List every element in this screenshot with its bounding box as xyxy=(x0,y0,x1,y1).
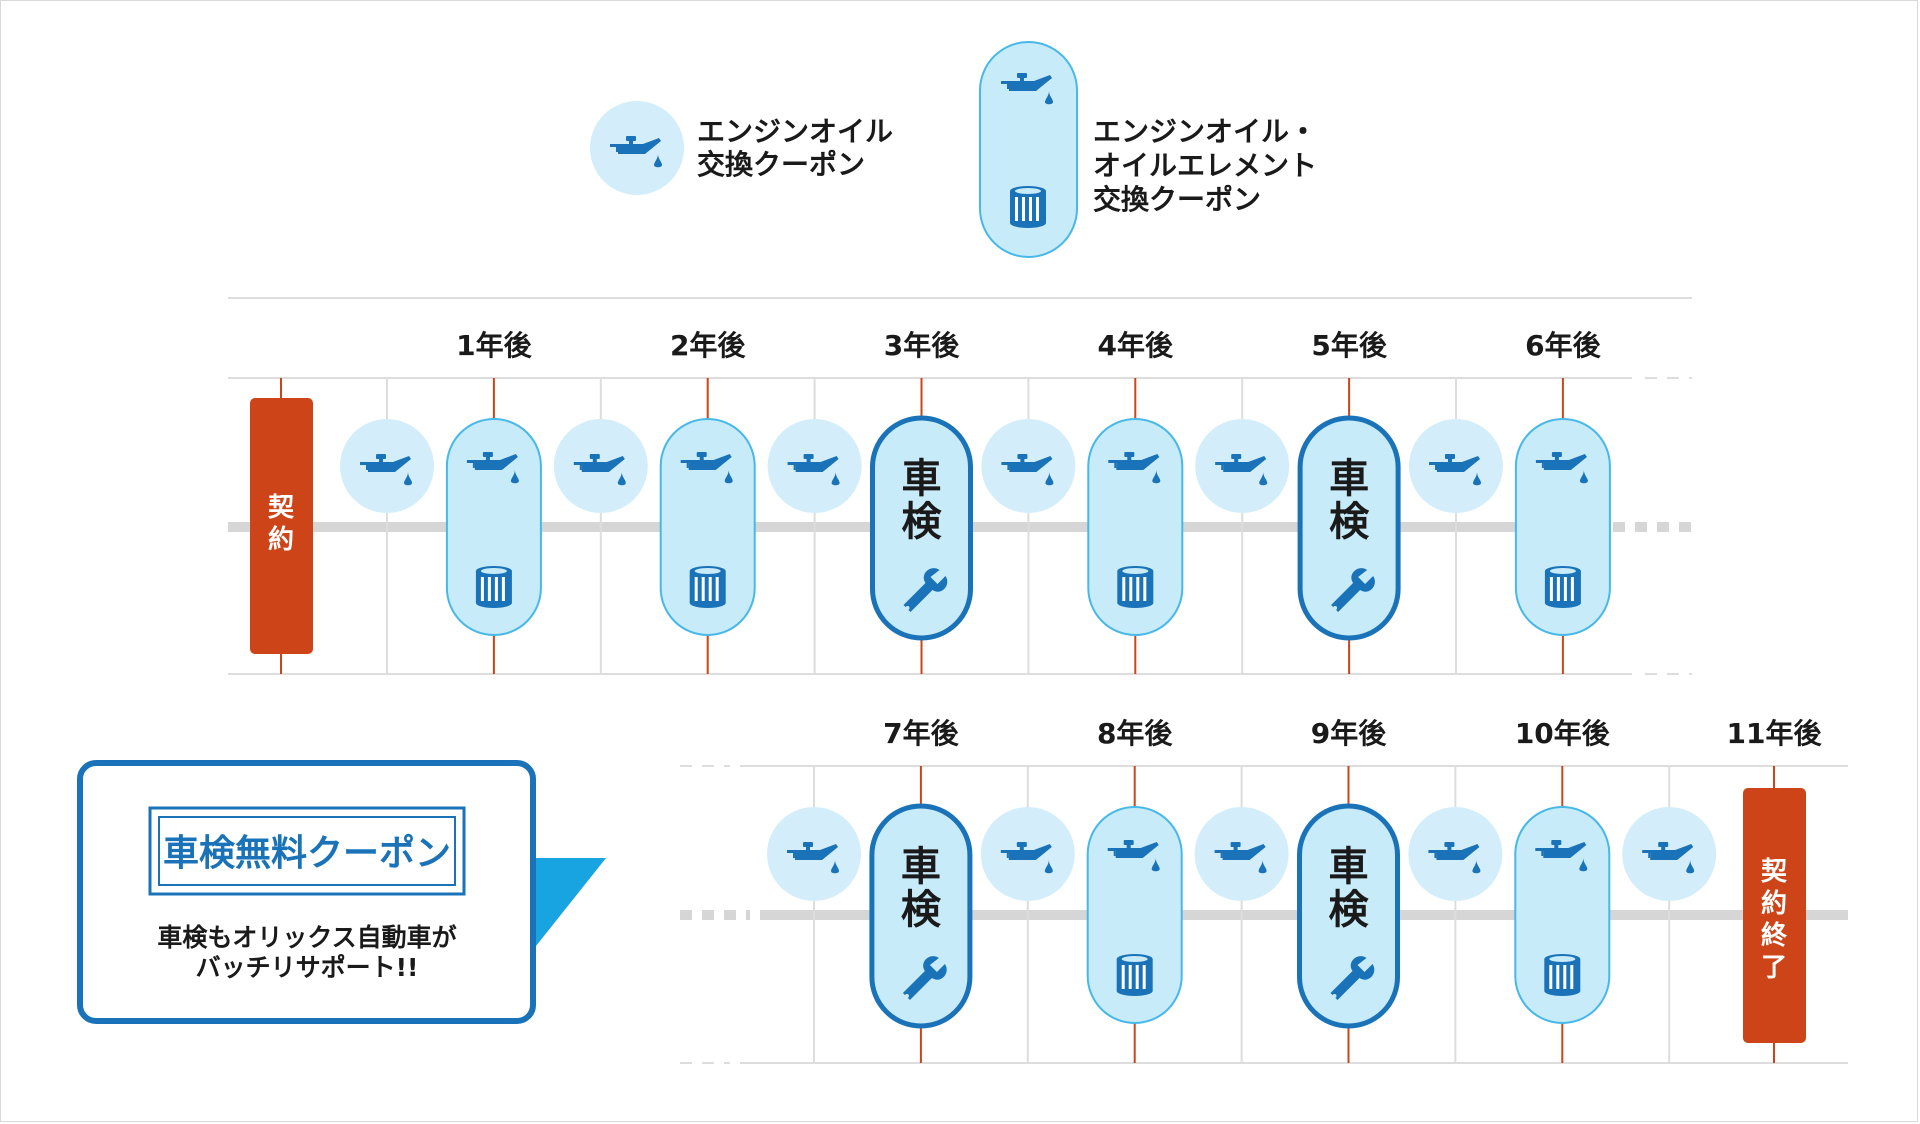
oil-filter-icon xyxy=(1544,954,1581,996)
oil-filter-icon xyxy=(1116,954,1153,996)
oil-coupon xyxy=(981,419,1076,513)
inspection-char-1: 車 xyxy=(1329,844,1369,890)
legend-oil-element-label-line3: 交換クーポン xyxy=(1093,183,1261,216)
year-label: 10年後 xyxy=(1515,717,1611,750)
legend-oil-element-label-line1: エンジンオイル・ xyxy=(1093,115,1317,148)
inspection-char-1: 車 xyxy=(1329,456,1369,502)
contract-start-char-2: 約 xyxy=(268,524,294,555)
contract-end-char-4: 了 xyxy=(1761,953,1787,983)
year-label: 8年後 xyxy=(1097,717,1173,750)
oil-element-coupon xyxy=(445,418,542,636)
inspection-char-2: 検 xyxy=(902,499,943,545)
oil-coupon xyxy=(1194,807,1289,901)
oil-coupon xyxy=(1622,807,1717,901)
legend: エンジンオイル 交換クーポン エンジンオイル・ オイルエレメント 交換クーポン xyxy=(590,41,1317,258)
vehicle-inspection-coupon: 車検 xyxy=(870,415,973,641)
oil-coupon xyxy=(1195,419,1290,513)
legend-oil-element-label-line2: オイルエレメント xyxy=(1093,149,1317,182)
year-label: 4年後 xyxy=(1098,329,1174,362)
vehicle-inspection-coupon: 車検 xyxy=(869,803,973,1029)
legend-oil-element: エンジンオイル・ オイルエレメント 交換クーポン xyxy=(979,41,1317,258)
inspection-char-2: 検 xyxy=(1329,887,1370,933)
oil-element-coupon xyxy=(1086,806,1183,1024)
oil-coupon xyxy=(1409,419,1503,513)
vehicle-inspection-coupon: 車検 xyxy=(1297,803,1400,1029)
callout-line-1: 車検もオリックス自動車が xyxy=(157,923,456,952)
legend-oil-label-line1: エンジンオイル xyxy=(697,115,893,148)
year-label: 2年後 xyxy=(670,329,746,362)
inspection-char-1: 車 xyxy=(901,844,941,890)
legend-oil-label-line2: 交換クーポン xyxy=(697,148,865,181)
row2-year-labels: 7年後 8年後 9年後 10年後 11年後 xyxy=(883,717,1822,750)
vehicle-inspection-coupon: 車検 xyxy=(1297,415,1401,641)
oil-filter-icon xyxy=(689,566,726,608)
oil-coupon xyxy=(1408,807,1503,901)
contract-end-char-3: 終 xyxy=(1761,920,1788,951)
year-label: 3年後 xyxy=(884,329,960,362)
inspection-char-2: 検 xyxy=(1329,499,1370,545)
oil-filter-icon xyxy=(475,566,512,608)
badge-text: 車検無料クーポン xyxy=(163,832,451,874)
contract-end-char-2: 約 xyxy=(1761,888,1787,919)
row1-year-labels: 1年後 2年後 3年後 4年後 5年後 6年後 xyxy=(456,329,1601,362)
year-label: 5年後 xyxy=(1311,329,1387,362)
contract-end-marker: 契 約 終 了 xyxy=(1743,766,1806,1063)
oil-coupon xyxy=(553,419,648,513)
oil-filter-icon xyxy=(1010,186,1046,228)
callout-pointer xyxy=(528,858,606,946)
oil-element-coupon xyxy=(1514,806,1611,1024)
free-inspection-coupon-badge: 車検無料クーポン xyxy=(148,806,466,896)
oil-element-coupon xyxy=(1514,418,1611,636)
oil-element-coupon xyxy=(659,418,756,636)
year-label: 6年後 xyxy=(1525,329,1601,362)
contract-start-char-1: 契 xyxy=(267,493,295,523)
oil-element-coupon xyxy=(1087,418,1184,636)
inspection-char-1: 車 xyxy=(902,456,942,502)
callout-box: 車検無料クーポン 車検もオリックス自動車が バッチリサポート!! xyxy=(77,760,606,1024)
oil-filter-icon xyxy=(1544,566,1581,608)
contract-end-char-1: 契 xyxy=(1760,857,1788,887)
year-label: 9年後 xyxy=(1311,717,1387,750)
inspection-char-2: 検 xyxy=(901,887,942,933)
year-label: 1年後 xyxy=(456,329,532,362)
year-label: 11年後 xyxy=(1727,717,1823,750)
year-label: 7年後 xyxy=(883,717,959,750)
callout-line-2: バッチリサポート!! xyxy=(196,953,419,982)
legend-oil: エンジンオイル 交換クーポン xyxy=(590,101,893,195)
oil-coupon xyxy=(980,807,1075,901)
oil-coupon xyxy=(767,419,862,513)
oil-filter-icon xyxy=(1117,566,1154,608)
oil-coupon xyxy=(767,807,861,901)
oil-coupon xyxy=(340,419,434,513)
contract-start-marker: 契 約 xyxy=(250,378,313,674)
